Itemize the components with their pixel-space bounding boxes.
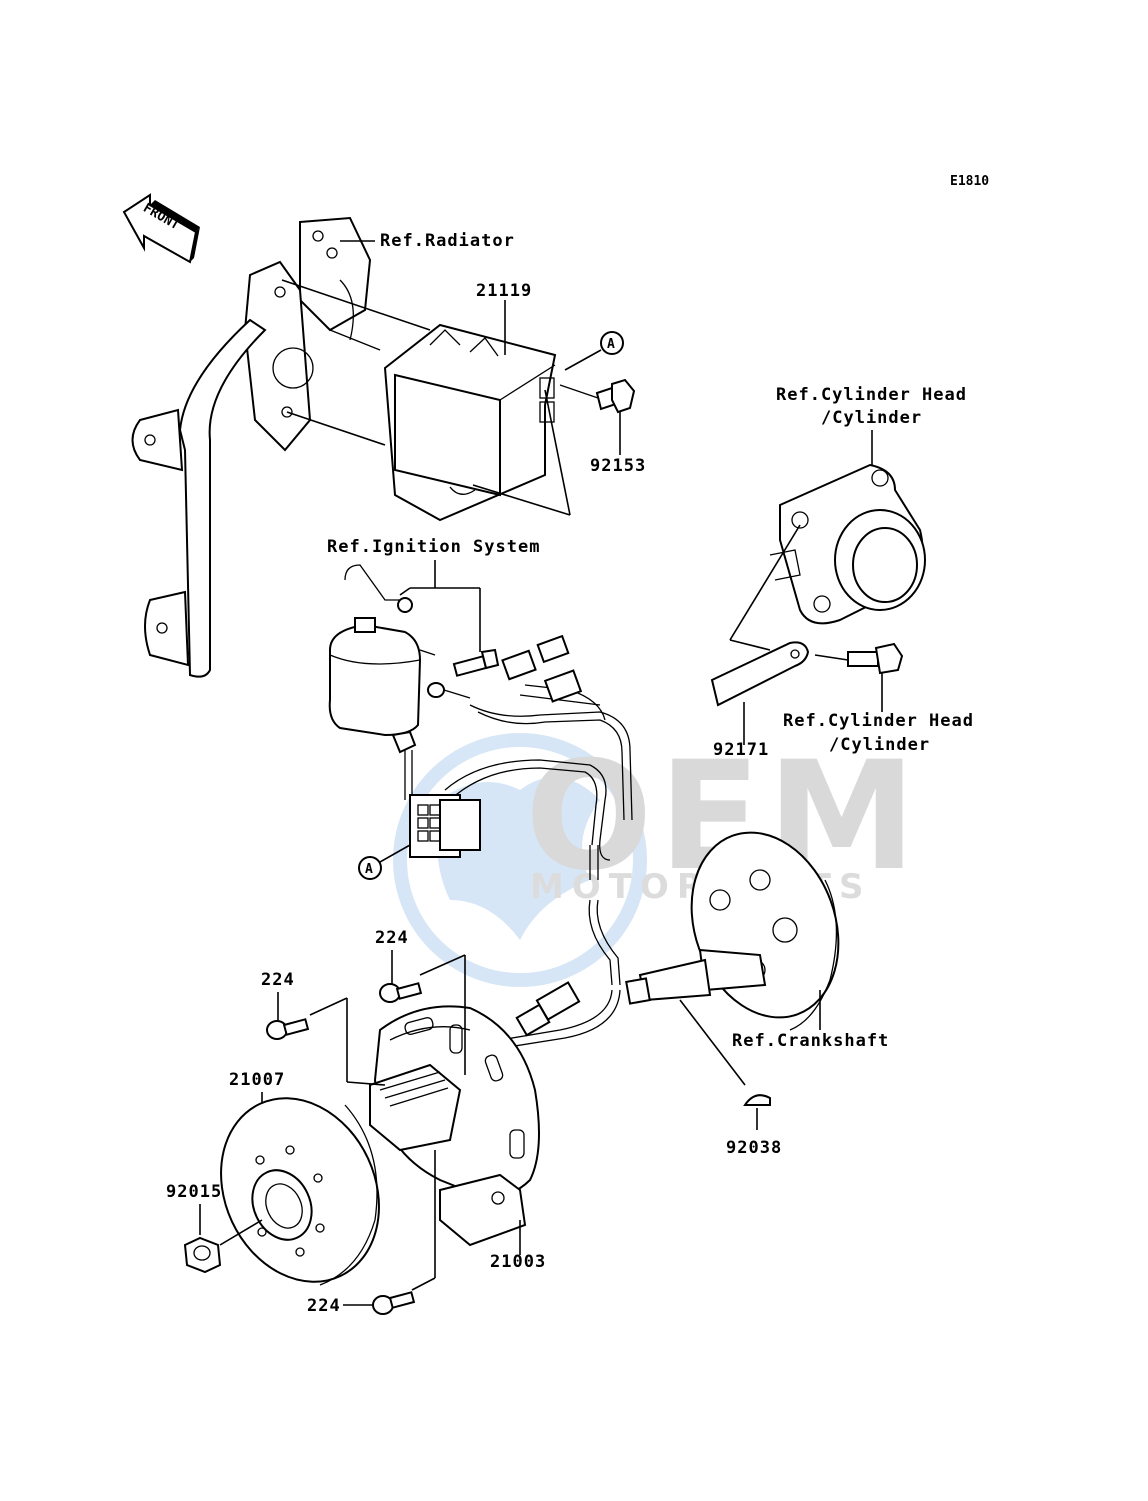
woodruff-key [743, 1094, 771, 1106]
ref-crankshaft: Ref.Crankshaft [732, 1031, 889, 1051]
harness-connectors [501, 634, 583, 1037]
plate-92171 [710, 641, 810, 707]
ref-cylinder-head-bottom-2: /Cylinder [829, 735, 930, 755]
screw-224-b [266, 1018, 310, 1040]
ref-cylinder-head-bottom-1: Ref.Cylinder Head [783, 711, 974, 731]
part-21003: 21003 [490, 1252, 546, 1272]
connector-mark-a-top: A [600, 331, 624, 355]
part-21119: 21119 [476, 281, 532, 301]
ref-ignition-system: Ref.Ignition System [327, 537, 540, 557]
ref-cylinder-head-top-2: /Cylinder [821, 408, 922, 428]
crankshaft-flywheel [625, 831, 840, 1031]
rotor [220, 1097, 380, 1286]
part-92171: 92171 [713, 740, 769, 760]
ref-radiator: Ref.Radiator [380, 231, 515, 251]
part-21007: 21007 [229, 1070, 285, 1090]
main-connector [409, 794, 481, 858]
screw-224-c [372, 1291, 416, 1315]
cylinder-head [769, 463, 926, 625]
stator [369, 1005, 540, 1247]
connector-a-top-label: A [607, 337, 615, 352]
screw-224-a [379, 982, 423, 1003]
cdi-unit [383, 323, 557, 522]
part-92153: 92153 [590, 456, 646, 476]
ignition-coil [328, 564, 436, 800]
nut-92015 [183, 1236, 222, 1274]
part-224-a: 224 [375, 928, 409, 948]
part-92015: 92015 [166, 1182, 222, 1202]
watermark: OEM MOTORPARTS [393, 730, 916, 987]
part-92038: 92038 [726, 1138, 782, 1158]
bolt-92153 [559, 378, 636, 414]
bolt-cylinder [847, 642, 904, 675]
connector-mark-a-bottom: A [358, 856, 382, 880]
ref-cylinder-head-top-1: Ref.Cylinder Head [776, 385, 967, 405]
wiring-harness [444, 684, 633, 1049]
part-224-b: 224 [261, 970, 295, 990]
coil-bolt [427, 648, 500, 699]
diagram-code: E1810 [950, 174, 989, 189]
part-224-c: 224 [307, 1296, 341, 1316]
front-arrow-icon: FRONT [122, 193, 200, 264]
frame-bracket [131, 216, 381, 678]
connector-a-bottom-label: A [365, 862, 373, 877]
